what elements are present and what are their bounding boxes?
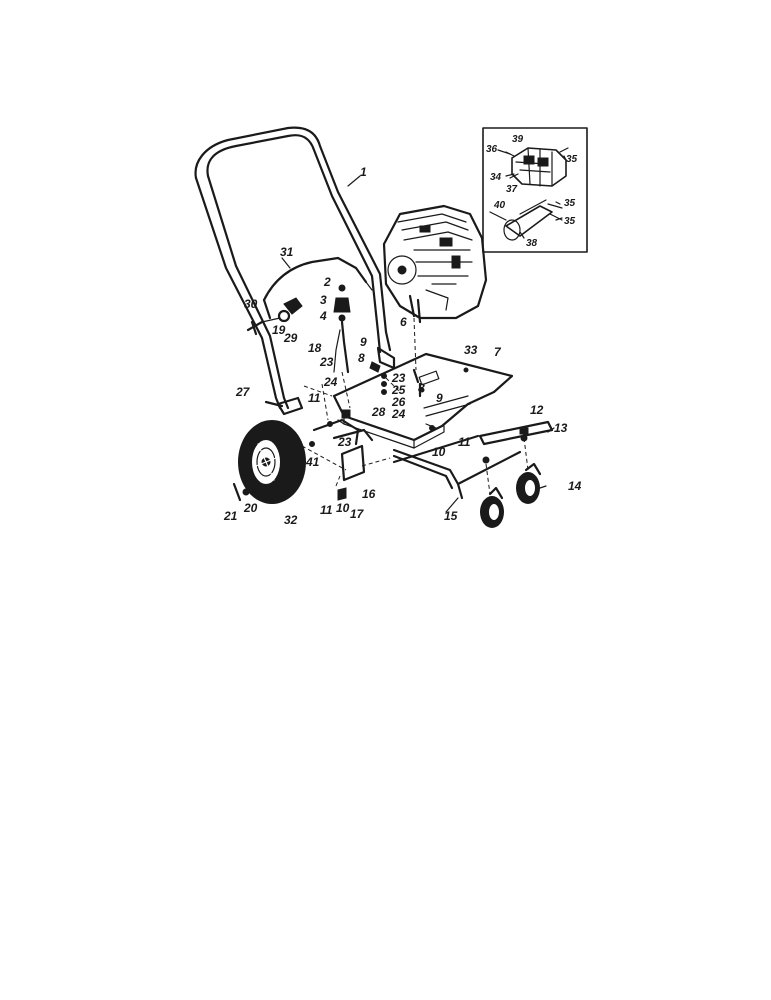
callout-24-right: 24 <box>391 407 406 421</box>
callout-6: 6 <box>400 315 407 329</box>
callout-8-upper: 8 <box>358 351 365 365</box>
callout-30: 30 <box>244 297 258 311</box>
callout-32: 32 <box>284 513 298 527</box>
callout-1: 1 <box>360 165 367 179</box>
callout-23-upper: 23 <box>319 355 334 369</box>
rear-bracket <box>312 418 522 500</box>
callout-14: 14 <box>568 479 582 493</box>
callout-39: 39 <box>512 134 524 145</box>
callout-36: 36 <box>486 144 498 155</box>
callout-23-mid: 23 <box>391 371 406 385</box>
leader-lines <box>281 149 567 513</box>
callout-21: 21 <box>223 509 238 523</box>
control-bar <box>262 256 373 320</box>
callout-26: 26 <box>391 395 406 409</box>
callout-4: 4 <box>319 309 327 323</box>
chassis-plate <box>332 352 514 449</box>
callout-11-left: 11 <box>308 391 321 405</box>
main-wheel <box>238 420 306 504</box>
callout-9-lower: 9 <box>436 391 443 405</box>
inset-cylinder <box>503 199 563 241</box>
callout-35-top: 35 <box>566 154 578 165</box>
callout-16: 16 <box>362 487 376 501</box>
callout-40: 40 <box>493 200 506 211</box>
inset-frame <box>482 127 588 253</box>
callout-38: 38 <box>526 238 538 249</box>
callout-18: 18 <box>308 341 322 355</box>
callout-41: 41 <box>305 455 320 469</box>
callout-10-right: 10 <box>432 445 446 459</box>
assembly-lines <box>245 317 417 493</box>
engine <box>382 204 488 324</box>
callout-35-mid: 35 <box>564 198 576 209</box>
handle-frame <box>194 126 396 416</box>
callout-9-upper: 9 <box>360 335 367 349</box>
callout-31: 31 <box>280 245 294 259</box>
callout-19: 19 <box>272 323 286 337</box>
callout-23-lower: 23 <box>337 435 352 449</box>
callout-7: 7 <box>494 345 502 359</box>
callout-10-lower: 10 <box>336 501 350 515</box>
callout-24-left: 24 <box>323 375 338 389</box>
callout-28: 28 <box>371 405 386 419</box>
cable-spring <box>333 284 351 374</box>
callout-25: 25 <box>391 383 406 397</box>
callout-labels: 1 31 2 3 4 30 19 29 6 18 9 8 33 7 23 23 … <box>223 134 582 527</box>
clamp-assembly <box>246 297 303 336</box>
callout-34: 34 <box>490 172 502 183</box>
callout-29: 29 <box>283 331 298 345</box>
callout-27: 27 <box>235 385 251 399</box>
caster-rear <box>516 462 542 504</box>
callout-37: 37 <box>506 184 518 195</box>
inset-bracket <box>505 147 569 187</box>
callout-11-lower: 11 <box>320 503 333 517</box>
callout-12: 12 <box>530 403 544 417</box>
callout-13: 13 <box>554 421 568 435</box>
callout-17: 17 <box>350 507 365 521</box>
callout-35-low: 35 <box>564 216 576 227</box>
callout-20: 20 <box>243 501 258 515</box>
caster-wheels <box>478 420 554 528</box>
callout-3: 3 <box>320 293 327 307</box>
callout-15: 15 <box>444 509 458 523</box>
inset-detail <box>482 127 588 253</box>
callout-8-lower: 8 <box>418 381 425 395</box>
callout-11-right: 11 <box>458 435 471 449</box>
callout-33: 33 <box>464 343 478 357</box>
caster-front <box>480 486 504 528</box>
callout-2: 2 <box>323 275 331 289</box>
